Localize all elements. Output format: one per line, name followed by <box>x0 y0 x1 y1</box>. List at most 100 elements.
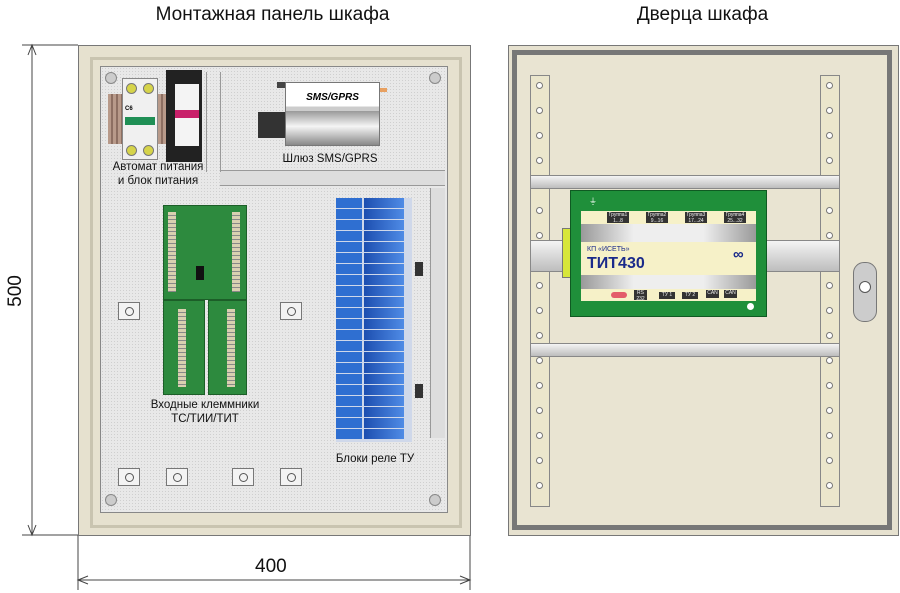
rail-holder <box>166 468 188 486</box>
relay-module <box>336 385 412 396</box>
relay-module <box>336 286 412 297</box>
gateway-antenna-stub <box>277 82 285 88</box>
breaker-psu-label-line2: и блок питания <box>117 175 199 187</box>
relay-module <box>336 264 412 275</box>
mounting-hole <box>536 232 543 239</box>
breaker-psu-label-line1: Автомат питания <box>112 161 204 173</box>
mounting-hole <box>536 207 543 214</box>
group-label: Группа1 1...8 <box>607 212 629 224</box>
relay-module <box>336 297 412 308</box>
din-rail <box>530 343 840 357</box>
cable-duct <box>430 188 445 438</box>
group-label: Группа2 9...16 <box>646 212 668 224</box>
mounting-hole <box>826 357 833 364</box>
screw-icon <box>429 494 441 506</box>
group-label: Группа3 17...24 <box>685 212 707 224</box>
terminal-board <box>163 205 247 300</box>
width-dimension: 400 <box>255 556 287 577</box>
rail-holder <box>232 468 254 486</box>
relay-module <box>336 374 412 385</box>
mounting-hole <box>536 107 543 114</box>
terminals-label-line1: Входные клеммники <box>150 399 260 411</box>
mounting-hole <box>536 307 543 314</box>
mounting-hole <box>826 457 833 464</box>
mounting-strip <box>820 75 840 507</box>
relay-module <box>336 407 412 418</box>
relay-module <box>336 352 412 363</box>
rail-holder <box>118 302 140 320</box>
logo-icon: ∞ <box>733 246 744 263</box>
relays-label: Блоки реле ТУ <box>335 453 415 465</box>
ground-icon: ⏚ <box>589 197 597 206</box>
controller-model: ТИТ430 <box>587 255 645 272</box>
relay-module <box>336 308 412 319</box>
tit430-controller: КП «ИСЕТЬ» ТИТ430 ∞ Группа1 1...8 Группа… <box>570 190 767 317</box>
relay-module <box>336 330 412 341</box>
terminal-board <box>208 300 247 395</box>
mounting-hole <box>826 207 833 214</box>
mounting-hole <box>536 132 543 139</box>
status-led <box>611 292 627 298</box>
screw-icon <box>429 72 441 84</box>
relay-module <box>336 418 412 429</box>
cabinet-frame <box>90 57 462 528</box>
relay-module <box>336 319 412 330</box>
mounting-hole <box>826 282 833 289</box>
relay-module <box>336 220 412 231</box>
relay-module <box>336 242 412 253</box>
mounting-hole <box>536 407 543 414</box>
mounting-hole <box>826 482 833 489</box>
port-can: CAN <box>724 290 737 298</box>
door-lock[interactable] <box>853 262 877 322</box>
mounting-hole <box>536 82 543 89</box>
divider <box>220 72 221 172</box>
port-tu1: ТУ 1 <box>659 292 675 299</box>
din-rail <box>530 175 840 189</box>
mounting-hole <box>826 82 833 89</box>
port-rs232: RS 232 <box>634 290 647 302</box>
group-label: Группа4 25...32 <box>724 212 746 224</box>
gateway-antenna <box>378 88 387 92</box>
mounting-hole <box>536 457 543 464</box>
mounting-hole <box>826 157 833 164</box>
mounting-hole <box>536 382 543 389</box>
relay-module <box>336 209 412 220</box>
sms-gprs-gateway: SMS/GPRS <box>285 82 380 146</box>
relay-module <box>336 253 412 264</box>
mounting-hole <box>826 232 833 239</box>
panel-title: Монтажная панель шкафа <box>155 4 390 25</box>
relay-module <box>336 341 412 352</box>
relay-module <box>336 429 412 440</box>
terminals-label: Входные клеммники ТС/ТИИ/ТИТ <box>140 398 270 426</box>
cable-duct <box>220 170 445 186</box>
port-tu2: ТУ 2 <box>682 292 698 299</box>
rail-holder <box>118 468 140 486</box>
relay-module <box>336 275 412 286</box>
mounting-hole <box>536 282 543 289</box>
reset-button[interactable] <box>747 303 754 310</box>
relay-module <box>336 198 412 209</box>
relay-module <box>336 396 412 407</box>
mounting-hole <box>536 432 543 439</box>
gateway-label: Шлюз SMS/GPRS <box>282 153 378 165</box>
mounting-hole <box>826 132 833 139</box>
height-dimension: 500 <box>4 275 26 307</box>
mounting-hole <box>826 332 833 339</box>
gateway-device-label: SMS/GPRS <box>306 92 359 103</box>
terminals-label-line2: ТС/ТИИ/ТИТ <box>171 413 239 425</box>
lock-keyhole-icon <box>859 281 871 293</box>
door-title: Дверца шкафа <box>636 4 769 25</box>
divider <box>206 72 207 172</box>
controller-face: КП «ИСЕТЬ» ТИТ430 ∞ <box>581 242 756 275</box>
relay-blocks <box>336 198 412 442</box>
terminal-board <box>163 300 205 395</box>
controller-vendor: КП «ИСЕТЬ» <box>587 246 630 253</box>
gateway-connector <box>258 112 286 138</box>
relay-module <box>336 231 412 242</box>
port-can: CAN <box>706 290 719 298</box>
breaker-rating: C6 <box>125 106 133 112</box>
mounting-hole <box>536 482 543 489</box>
mounting-strip <box>530 75 550 507</box>
mounting-hole <box>536 332 543 339</box>
